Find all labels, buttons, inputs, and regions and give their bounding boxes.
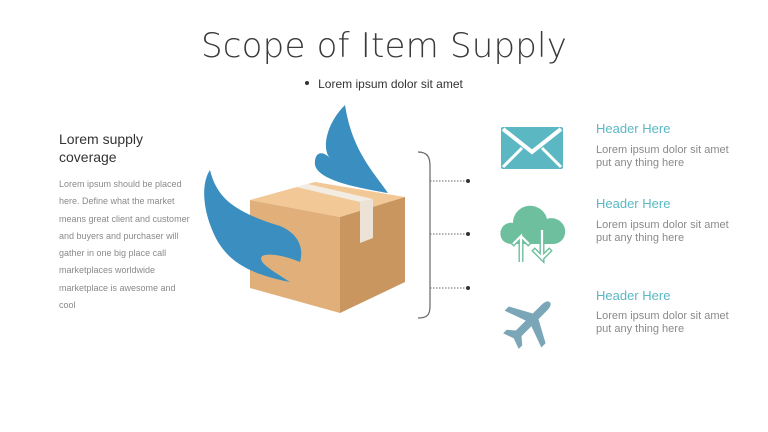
item2-text: Lorem ipsum dolor sit amet put any thing… — [596, 219, 756, 244]
item3-line1: Lorem ipsum dolor sit amet — [596, 310, 729, 322]
body-line: marketplaces worldwide — [59, 265, 156, 276]
item1-text: Lorem ipsum dolor sit amet put any thing… — [596, 144, 756, 169]
box-tape-top — [296, 184, 373, 202]
item1-header: Header Here — [596, 121, 671, 136]
front-wing-icon — [204, 170, 302, 282]
winged-box-illustration — [204, 105, 405, 313]
coverage-heading-line2: coverage — [59, 149, 117, 165]
item3-line2: put any thing here — [596, 322, 685, 335]
box-right-face — [340, 197, 405, 313]
body-line: means great client and customer — [59, 213, 190, 224]
item3-text: Lorem ipsum dolor sit amet put any thing… — [596, 310, 756, 335]
item1-line2: put any thing here — [596, 156, 685, 169]
box-tape-front — [360, 199, 373, 243]
airplane-icon — [503, 301, 551, 349]
item3-header: Header Here — [596, 288, 671, 303]
body-line: here. Define what the market — [59, 196, 175, 207]
item2-line2: put any thing here — [596, 231, 685, 244]
bullet-icon — [305, 80, 310, 85]
item1-line1: Lorem ipsum dolor sit amet — [596, 144, 729, 156]
coverage-heading-line1: Lorem supply — [59, 131, 144, 147]
item2-line1: Lorem ipsum dolor sit amet — [596, 219, 729, 231]
bracket-connector — [417, 151, 470, 319]
body-line: marketplace is awesome and — [59, 282, 176, 293]
coverage-heading: Lorem supply coverage — [59, 130, 209, 166]
cloud-transfer-icon — [500, 205, 566, 265]
body-line: gather in one big place call — [59, 248, 167, 259]
body-line: cool — [59, 300, 76, 311]
body-line: and buyers and purchaser will — [59, 230, 179, 241]
slide-title: Scope of Item Supply — [200, 26, 568, 66]
slide-subtitle: Lorem ipsum dolor sit amet — [0, 77, 768, 91]
coverage-body: Lorem ipsum should be placed here. Defin… — [59, 176, 204, 314]
item2-header: Header Here — [596, 196, 671, 211]
envelope-icon — [501, 127, 563, 169]
body-line: Lorem ipsum should be placed — [59, 179, 182, 189]
subtitle-text: Lorem ipsum dolor sit amet — [318, 77, 463, 91]
back-wing-icon — [314, 105, 388, 193]
